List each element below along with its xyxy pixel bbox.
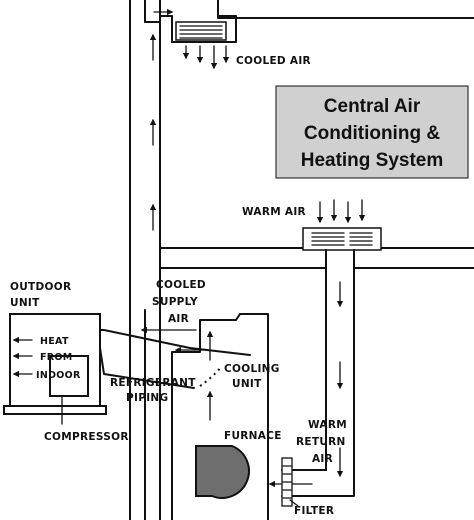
cooled-supply-air-line-1: COOLED	[156, 279, 206, 291]
warm-return-air-line-2: RETURN	[296, 436, 346, 448]
outdoor-unit	[3, 313, 107, 415]
title-box: Central Air Conditioning & Heating Syste…	[275, 85, 469, 179]
filter-label: FILTER	[294, 505, 334, 517]
furnace-blower	[195, 445, 250, 499]
refrigerant-piping-line-1: REFRIGERANT	[110, 377, 196, 389]
cooling-unit-line-2: UNIT	[232, 378, 262, 390]
furnace-label: FURNACE	[224, 430, 282, 442]
top-ceiling	[217, 0, 474, 19]
heat-from-indoor-line-2: FROM	[40, 352, 73, 363]
refrigerant-piping-line-2: PIPING	[126, 392, 168, 404]
title-line-1: Central Air	[324, 96, 421, 117]
outdoor-unit-line-1: OUTDOOR	[10, 281, 71, 293]
return-air-register	[302, 227, 382, 251]
warm-return-air-line-1: WARM	[308, 419, 347, 431]
title-line-3: Heating System	[301, 150, 444, 171]
compressor-label: COMPRESSOR	[44, 431, 129, 443]
warm-air-arrows	[316, 199, 366, 224]
cooled-supply-air-line-2: SUPPLY	[152, 296, 198, 308]
cooled-air-label: COOLED AIR	[236, 55, 311, 67]
outdoor-unit-line-2: UNIT	[10, 297, 40, 309]
house-structure	[129, 0, 474, 520]
cooling-coil	[199, 365, 223, 387]
heat-from-indoor-line-3: INDOOR	[36, 370, 81, 381]
warm-return-air-line-3: AIR	[312, 453, 333, 465]
return-duct	[268, 249, 355, 497]
cooled-air-register	[175, 21, 230, 70]
title-line-2: Conditioning &	[304, 123, 440, 144]
filter	[281, 457, 299, 507]
warm-air-label: WARM AIR	[242, 206, 306, 218]
cooled-supply-air-line-3: AIR	[168, 313, 189, 325]
heat-from-indoor-line-1: HEAT	[40, 336, 69, 347]
supply-duct	[144, 0, 237, 520]
cooling-unit-line-1: COOLING	[224, 363, 280, 375]
